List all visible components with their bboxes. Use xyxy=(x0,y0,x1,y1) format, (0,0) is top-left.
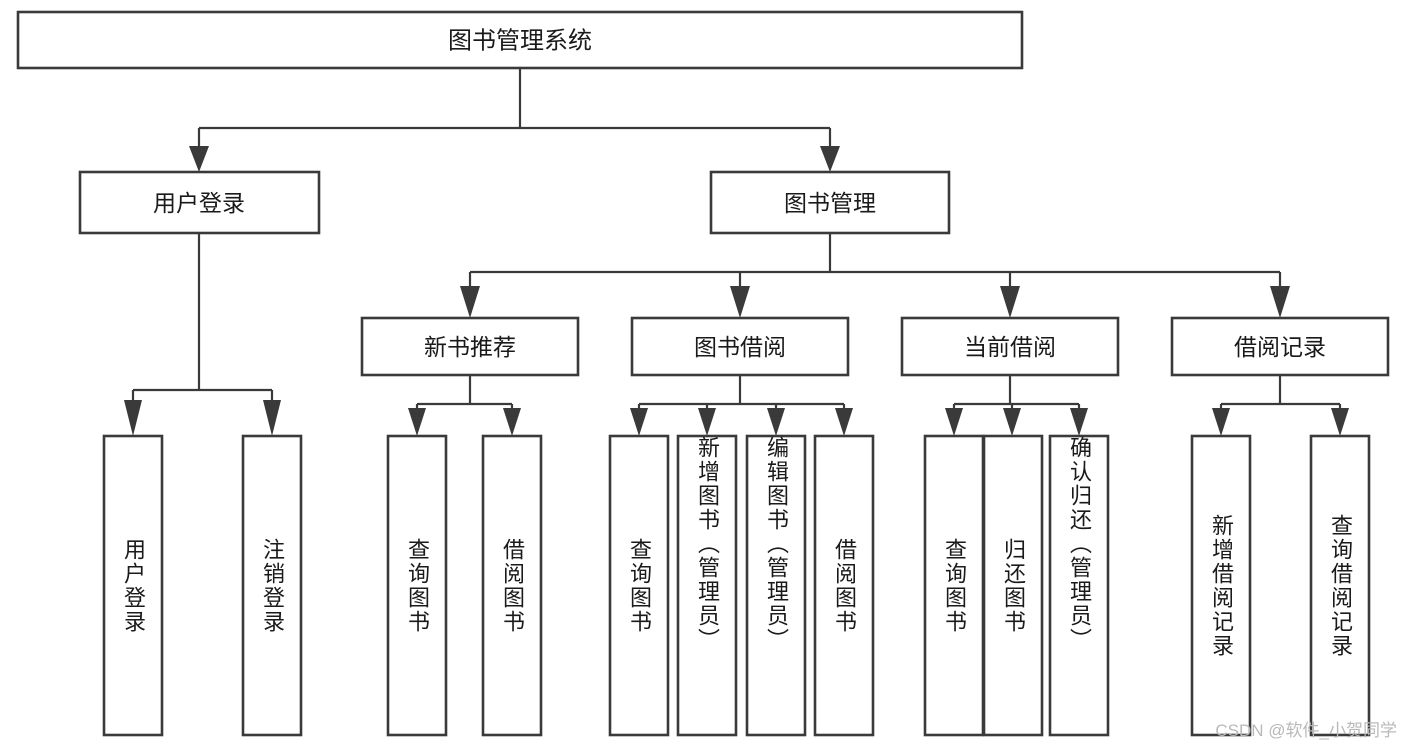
leaf-box-add-book-admin[interactable] xyxy=(676,434,738,737)
node-book-borrow[interactable]: 图书借阅 xyxy=(630,316,850,377)
node-book-borrow-label: 图书借阅 xyxy=(694,334,786,360)
node-new-book-recommend[interactable]: 新书推荐 xyxy=(360,316,580,377)
arrow-head-icon xyxy=(835,408,853,436)
connector-root-to-level2 xyxy=(189,68,840,172)
node-book-management-box[interactable] xyxy=(709,170,951,235)
node-borrow-record-label: 借阅记录 xyxy=(1234,334,1326,360)
node-current-borrow-box[interactable] xyxy=(900,316,1120,377)
arrow-head-icon xyxy=(503,408,521,436)
node-borrow-record-box[interactable] xyxy=(1170,316,1390,377)
arrow-head-icon xyxy=(1000,286,1020,318)
connector-borrowrecord-to-leaves xyxy=(1212,375,1349,436)
leaf-box-logout[interactable] xyxy=(241,434,303,737)
arrow-head-icon xyxy=(698,408,716,436)
arrow-head-icon xyxy=(408,408,426,436)
leaf-box-edit-book-admin[interactable] xyxy=(745,434,807,737)
connector-currentborrow-to-leaves xyxy=(945,375,1088,436)
node-new-book-recommend-box[interactable] xyxy=(360,316,580,377)
leaf-box-user-login[interactable] xyxy=(102,434,164,737)
leaf-box-return-book[interactable] xyxy=(982,434,1044,737)
node-root-box[interactable] xyxy=(16,10,1024,70)
arrow-head-icon xyxy=(945,408,963,436)
leaf-box-borrow-book-1[interactable] xyxy=(481,434,543,737)
arrow-head-icon xyxy=(1003,408,1021,436)
node-current-borrow-label: 当前借阅 xyxy=(964,334,1056,360)
arrow-head-icon xyxy=(730,286,750,318)
arrow-head-icon xyxy=(1270,286,1290,318)
node-root[interactable]: 图书管理系统 xyxy=(16,10,1024,70)
arrow-head-icon xyxy=(460,286,480,318)
arrow-head-icon xyxy=(820,146,840,172)
connector-userlogin-to-leaves xyxy=(124,233,281,436)
arrow-head-icon xyxy=(124,400,142,436)
connector-bookborrow-to-leaves xyxy=(630,375,853,436)
leaf-box-query-book-2[interactable] xyxy=(608,434,670,737)
arrow-head-icon xyxy=(263,400,281,436)
node-user-login-label: 用户登录 xyxy=(153,190,245,216)
leaf-box-query-book-1[interactable] xyxy=(386,434,448,737)
leaf-box-add-borrow-record[interactable] xyxy=(1190,434,1252,737)
arrow-head-icon xyxy=(1212,408,1230,436)
node-new-book-recommend-label: 新书推荐 xyxy=(424,334,516,360)
node-root-label: 图书管理系统 xyxy=(448,28,592,55)
node-user-login[interactable]: 用户登录 xyxy=(78,170,321,235)
watermark: CSDN @软件_小贺同学 xyxy=(1215,721,1397,740)
node-user-login-box[interactable] xyxy=(78,170,321,235)
node-borrow-record[interactable]: 借阅记录 xyxy=(1170,316,1390,377)
arrow-head-icon xyxy=(630,408,648,436)
arrow-head-icon xyxy=(189,146,209,172)
arrow-head-icon xyxy=(1070,408,1088,436)
leaf-box-confirm-return-admin[interactable] xyxy=(1048,434,1110,737)
leaf-box-query-borrow-record[interactable] xyxy=(1309,434,1371,737)
node-book-management-label: 图书管理 xyxy=(784,190,876,216)
node-current-borrow[interactable]: 当前借阅 xyxy=(900,316,1120,377)
arrow-head-icon xyxy=(1331,408,1349,436)
leaf-box-query-book-3[interactable] xyxy=(923,434,985,737)
arrow-head-icon xyxy=(767,408,785,436)
connector-newbook-to-leaves xyxy=(408,375,521,436)
node-book-management[interactable]: 图书管理 xyxy=(709,170,951,235)
connector-bookmgmt-to-level3 xyxy=(460,233,1290,318)
node-book-borrow-box[interactable] xyxy=(630,316,850,377)
leaf-box-borrow-book-2[interactable] xyxy=(813,434,875,737)
